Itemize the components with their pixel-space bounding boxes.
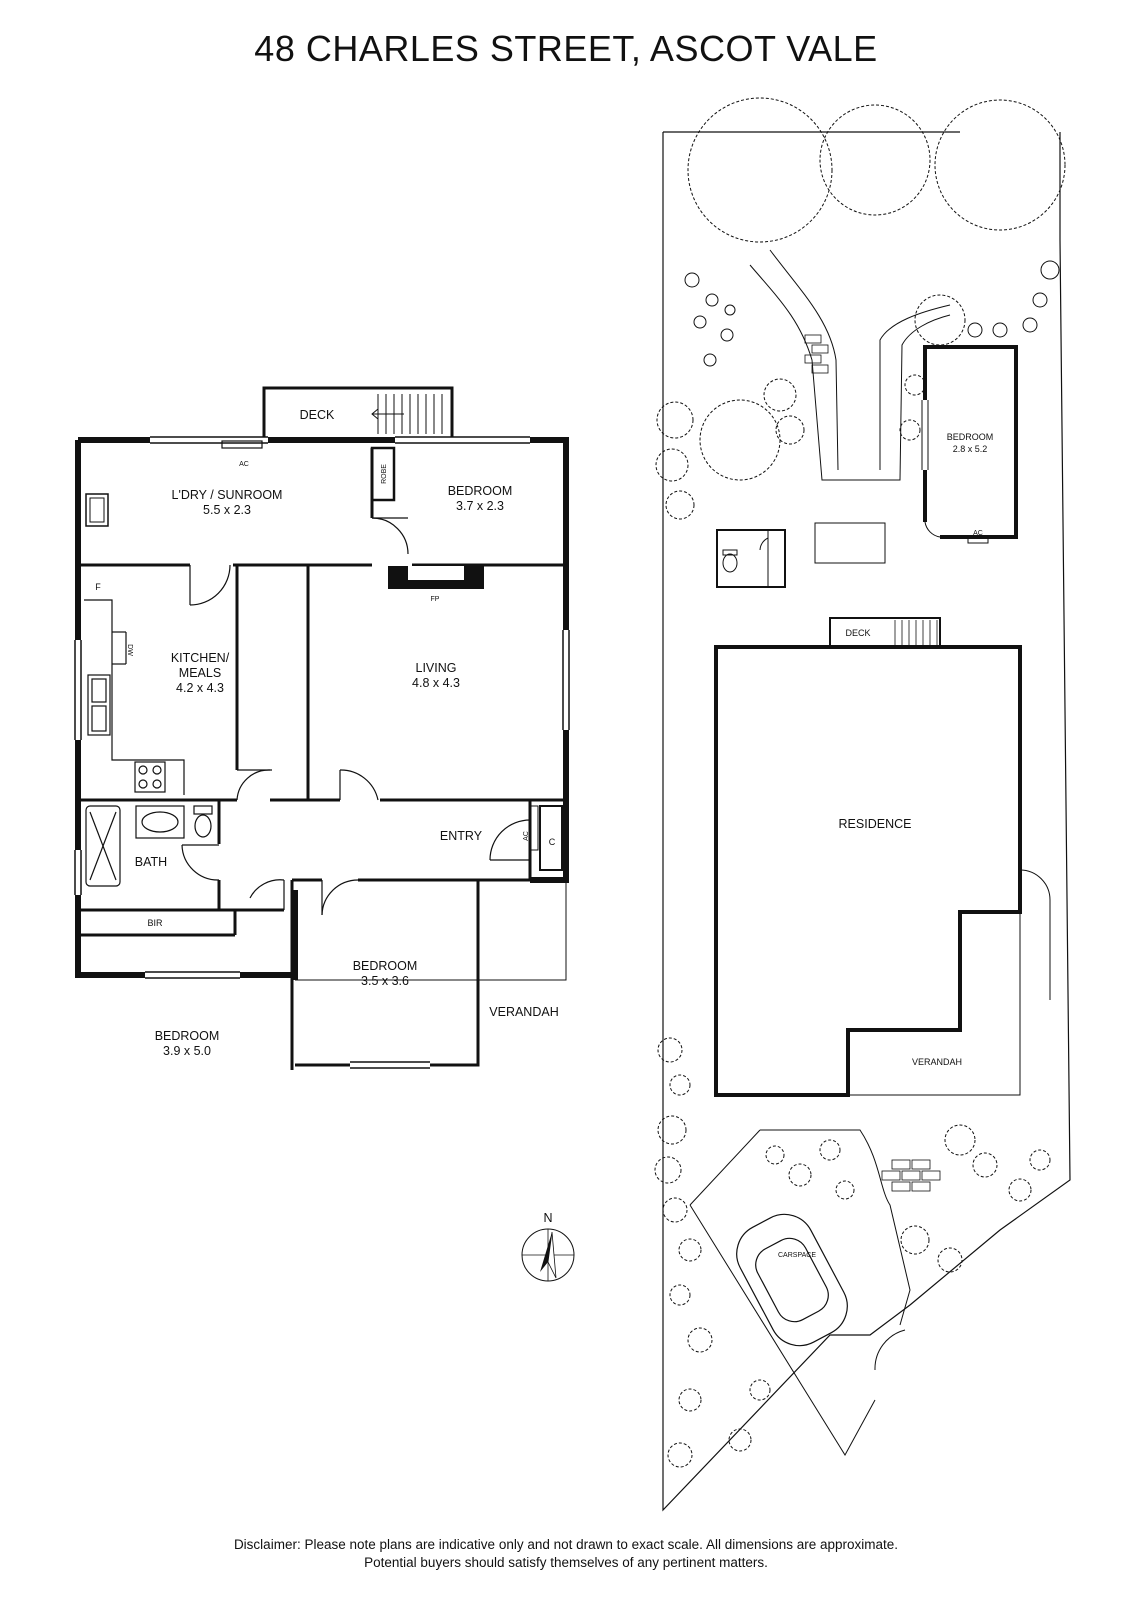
doors [181,439,531,916]
bedroom-rear-label: BEDROOM [448,484,513,498]
cupboard-label: C [549,837,556,847]
fridge-label: F [95,582,101,592]
outdoor-table [814,522,886,564]
site-deck-label: DECK [845,628,870,638]
laundry-label: L'DRY / SUNROOM [172,488,283,502]
paving-icon [804,334,829,374]
entry-cupboard [539,805,563,871]
outdoor-toilet [716,529,786,588]
site-verandah-label: VERANDAH [912,1057,962,1067]
laundry-tub [85,493,109,527]
deck-label: DECK [300,408,335,422]
windows [74,436,570,1069]
shrub-icons [684,260,1060,367]
garden-path [749,264,951,481]
studio-bedroom-label: BEDROOM [947,432,994,442]
bedroom-rear-size: 3.7 x 2.3 [456,499,504,513]
bedroom-middle-label: BEDROOM [353,959,418,973]
site-plan [654,97,1071,1512]
deck-steps [371,394,443,434]
dishwasher-label: DW [126,644,133,656]
compass-north-label: N [543,1211,552,1225]
front-shrubs [654,1037,1051,1468]
laundry-size: 5.5 x 2.3 [203,503,251,517]
bath-label: BATH [135,855,167,869]
living-size: 4.8 x 4.3 [412,676,460,690]
studio-bedroom-size: 2.8 x 5.2 [953,444,988,454]
bedroom-front-label: BEDROOM [155,1029,220,1043]
compass-icon: N [521,1211,575,1282]
kitchen-benches [84,599,185,795]
ac-unit [221,440,263,449]
fireplace-label: FP [431,596,440,603]
page-title: 48 CHARLES STREET, ASCOT VALE [254,28,878,69]
deck [262,386,454,442]
entry-ac-label: AC [523,831,530,841]
verandah-label: VERANDAH [489,1005,558,1019]
car-icon [736,1213,848,1347]
entry-label: ENTRY [440,829,483,843]
bedroom-front-size: 3.9 x 5.0 [163,1044,211,1058]
robe-label: ROBE [381,464,388,484]
house-floor-plan [74,386,570,1070]
robe-cupboard [370,446,396,502]
site-boundary [662,132,1071,1512]
studio-ac [967,536,989,544]
living-label: LIVING [416,661,457,675]
bedroom-middle-size: 3.5 x 3.6 [361,974,409,988]
site-plan-labels: BEDROOM 2.8 x 5.2 AC DECK RESIDENCE VERA… [778,432,993,1259]
ac-label: AC [239,461,249,468]
bir-label: BIR [147,918,163,928]
paving-icon-front [881,1159,941,1192]
bathroom-fixtures [85,805,213,887]
kitchen-label-2: MEALS [179,666,221,680]
site-verandah [848,870,1021,1096]
studio-bedroom-wall [923,345,1018,539]
residence-label: RESIDENCE [839,817,912,831]
floor-plan-labels: DECK L'DRY / SUNROOM 5.5 x 2.3 AC ROBE B… [95,408,558,1058]
driveway-outline [689,1204,876,1456]
kitchen-size: 4.2 x 4.3 [176,681,224,695]
site-deck [829,617,941,648]
residence-outline [714,645,1022,1097]
entry-ac [529,805,539,851]
studio-ac-label: AC [973,530,983,537]
tree-icons [655,97,1066,520]
disclaimer-line-1: Disclaimer: Please note plans are indica… [233,1537,899,1552]
verandah-outline [295,879,567,981]
disclaimer-line-2: Potential buyers should satisfy themselv… [364,1555,768,1570]
kitchen-label: KITCHEN/ [171,651,230,665]
carspace-label: CARSPACE [778,1252,816,1259]
